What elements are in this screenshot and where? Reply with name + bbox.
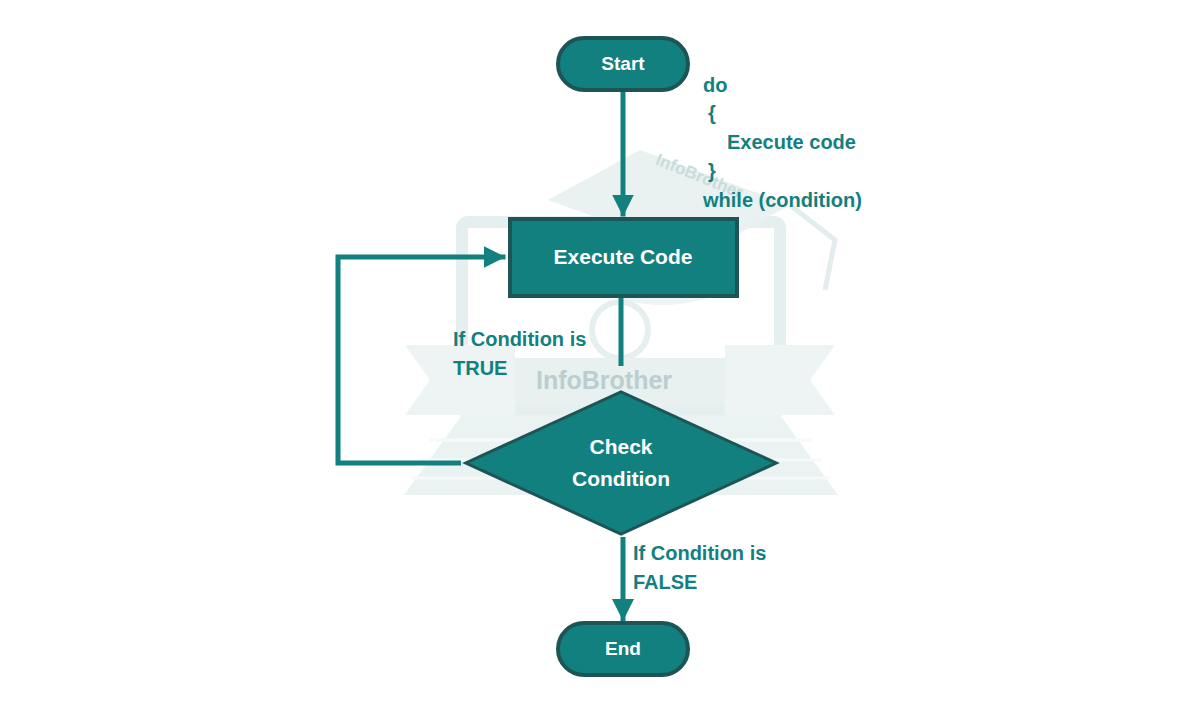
- edge-label: If Condition is TRUE: [453, 325, 611, 383]
- node-text: Execute Code: [554, 245, 693, 269]
- end-terminal: End: [556, 621, 690, 677]
- edge-label: If Condition is FALSE: [633, 539, 793, 597]
- banner-right: [725, 345, 835, 415]
- cap-tassel: [790, 205, 835, 290]
- code-brace: {: [708, 99, 716, 128]
- code-statement: Execute code: [727, 128, 856, 157]
- node-text: Start: [601, 53, 644, 75]
- node-text: Check Condition: [551, 431, 691, 495]
- banner-left: [405, 345, 515, 415]
- decision-diamond: Check Condition: [461, 389, 781, 537]
- flow-arrow: [621, 92, 626, 217]
- start-terminal: Start: [556, 36, 690, 92]
- flow-arrow: [621, 537, 626, 621]
- watermark-text: InfoBrother: [532, 366, 676, 395]
- diamond-outline: [461, 389, 781, 537]
- code-keyword: do: [703, 71, 727, 100]
- code-brace: }: [708, 157, 716, 186]
- code-condition: while (condition): [703, 186, 862, 215]
- node-text: End: [605, 638, 641, 660]
- process-box: Execute Code: [508, 217, 739, 298]
